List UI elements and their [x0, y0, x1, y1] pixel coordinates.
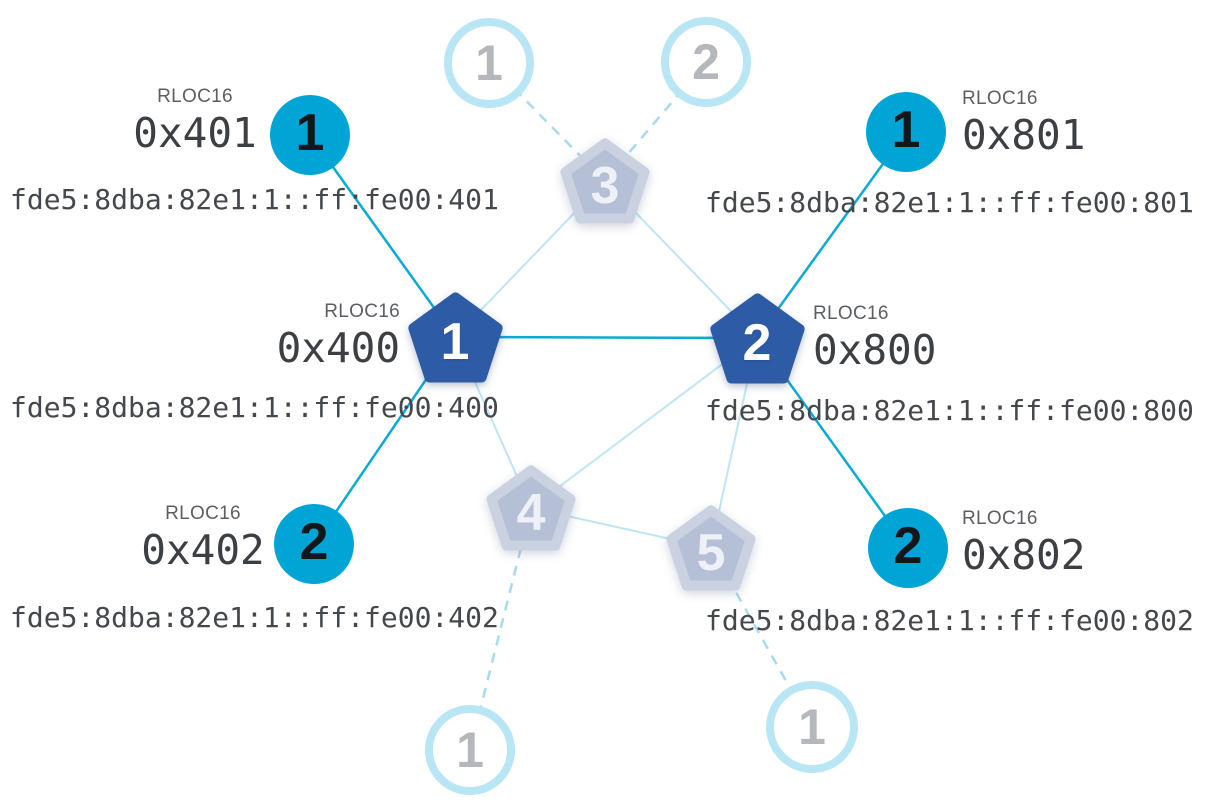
node-number: 1 [295, 104, 325, 162]
node-ghost-top-2[interactable]: 2 [661, 17, 751, 107]
rloc16-value: 0x401 [133, 109, 257, 157]
ipv6-address-400: fde5:8dba:82e1:1::ff:fe00:400 [10, 391, 499, 424]
node-number: 2 [692, 34, 720, 90]
label-block-0x801: RLOC16 0x801 [962, 88, 1112, 158]
rloc16-title: RLOC16 [324, 301, 400, 322]
rloc16-value: 0x800 [813, 326, 937, 374]
node-number: 1 [475, 35, 503, 91]
rloc16-value: 0x802 [962, 531, 1086, 579]
node-router-2[interactable]: 2 [709, 292, 805, 384]
node-child-401[interactable]: 1 [270, 95, 350, 175]
node-router-5[interactable]: 5 [666, 505, 756, 591]
rloc16-title: RLOC16 [157, 86, 233, 107]
rloc16-value: 0x801 [962, 111, 1086, 159]
rloc16-title: RLOC16 [813, 303, 889, 324]
rloc16-title: RLOC16 [962, 508, 1038, 529]
link-router-4-router-2 [530, 337, 758, 509]
node-ghost-bottom-2[interactable]: 1 [766, 681, 858, 773]
router-pentagon-icon [486, 465, 576, 551]
rloc16-value: 0x400 [276, 324, 400, 372]
node-number: 2 [299, 513, 329, 571]
node-ghost-top-1[interactable]: 1 [444, 18, 534, 108]
link-router-1-child-401 [308, 134, 457, 338]
label-block-0x802: RLOC16 0x802 [962, 508, 1112, 578]
node-router-3[interactable]: 3 [560, 138, 650, 224]
link-router-2-child-801 [755, 131, 908, 339]
router-pentagon-icon [407, 291, 503, 383]
node-number: 2 [893, 517, 923, 575]
node-ghost-bottom-1[interactable]: 1 [425, 705, 515, 795]
node-number: 1 [891, 101, 921, 159]
node-number: 1 [456, 722, 484, 778]
rloc16-title: RLOC16 [962, 88, 1038, 109]
router-pentagon-icon [709, 292, 805, 384]
label-block-0x400: RLOC16 0x400 [250, 301, 400, 371]
node-number: 2 [742, 314, 772, 372]
node-number: 3 [590, 157, 620, 215]
ipv6-address-800: fde5:8dba:82e1:1::ff:fe00:800 [705, 394, 1194, 427]
router-pentagon-icon [666, 505, 756, 591]
node-number: 1 [440, 313, 470, 371]
router-pentagon-icon [560, 138, 650, 224]
label-block-0x402: RLOC16 0x402 [128, 503, 278, 573]
label-block-0x800: RLOC16 0x800 [813, 303, 963, 373]
link-router-1-router-2 [454, 335, 758, 340]
node-child-402[interactable]: 2 [274, 504, 354, 584]
node-child-801[interactable]: 1 [866, 92, 946, 172]
node-number: 5 [696, 524, 726, 582]
ipv6-address-401: fde5:8dba:82e1:1::ff:fe00:401 [10, 183, 499, 216]
rloc16-title: RLOC16 [165, 503, 241, 524]
label-block-0x401: RLOC16 0x401 [120, 86, 270, 156]
node-router-1[interactable]: 1 [407, 291, 503, 383]
node-router-4[interactable]: 4 [486, 465, 576, 551]
node-child-802[interactable]: 2 [868, 508, 948, 588]
ipv6-address-802: fde5:8dba:82e1:1::ff:fe00:802 [705, 604, 1194, 637]
node-number: 1 [798, 699, 826, 755]
ipv6-address-801: fde5:8dba:82e1:1::ff:fe00:801 [705, 186, 1194, 219]
rloc16-value: 0x402 [141, 526, 265, 574]
ipv6-address-402: fde5:8dba:82e1:1::ff:fe00:402 [10, 601, 499, 634]
node-number: 4 [516, 484, 546, 542]
